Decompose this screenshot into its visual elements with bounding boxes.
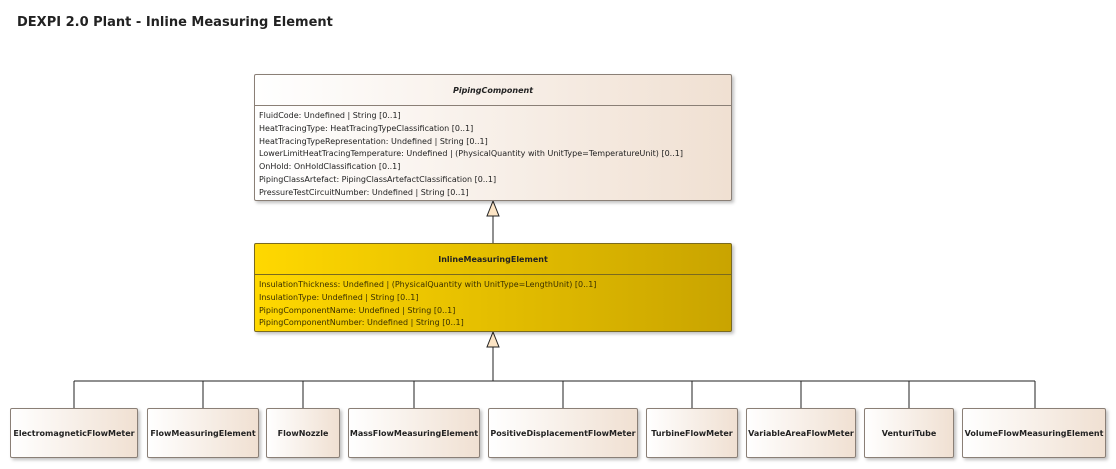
class-name: PipingComponent [255,75,731,106]
class-electromagnetic-flow-meter[interactable]: ElectromagneticFlowMeter [10,408,138,458]
class-volume-flow-measuring-element[interactable]: VolumeFlowMeasuringElement [962,408,1106,458]
class-name: FlowNozzle [277,428,329,438]
attribute: LowerLimitHeatTracingTemperature: Undefi… [259,149,683,159]
attribute: PipingComponentNumber: Undefined | Strin… [259,318,464,328]
class-name: VenturiTube [881,428,937,438]
class-variable-area-flow-meter[interactable]: VariableAreaFlowMeter [746,408,856,458]
class-venturi-tube[interactable]: VenturiTube [864,408,954,458]
class-turbine-flow-meter[interactable]: TurbineFlowMeter [646,408,738,458]
attribute: InsulationType: Undefined | String [0..1… [259,292,419,302]
class-name: PositiveDisplacementFlowMeter [490,428,636,438]
attribute: HeatTracingType: HeatTracingTypeClassifi… [259,123,474,133]
attribute: PipingClassArtefact: PipingClassArtefact… [259,174,497,184]
attribute: FluidCode: Undefined | String [0..1] [259,111,401,120]
class-name: VolumeFlowMeasuringElement [964,428,1104,438]
class-name: TurbineFlowMeter [651,428,733,438]
class-name: MassFlowMeasuringElement [349,428,479,438]
class-name: InlineMeasuringElement [255,244,731,275]
class-name: ElectromagneticFlowMeter [13,428,135,438]
attribute-list: FluidCode: Undefined | String [0..1] Hea… [255,106,731,200]
attribute-list: InsulationThickness: Undefined | (Physic… [255,275,731,330]
class-name: VariableAreaFlowMeter [748,428,854,438]
attribute: PressureTestCircuitNumber: Undefined | S… [259,187,469,197]
class-inline-measuring-element[interactable]: InlineMeasuringElement InsulationThickne… [254,243,732,332]
class-flow-measuring-element[interactable]: FlowMeasuringElement [147,408,259,458]
class-mass-flow-measuring-element[interactable]: MassFlowMeasuringElement [348,408,480,458]
class-positive-displacement-flow-meter[interactable]: PositiveDisplacementFlowMeter [488,408,638,458]
attribute: HeatTracingTypeRepresentation: Undefined… [259,136,488,146]
class-piping-component[interactable]: PipingComponent FluidCode: Undefined | S… [254,74,732,201]
class-flow-nozzle[interactable]: FlowNozzle [266,408,340,458]
attribute: InsulationThickness: Undefined | (Physic… [259,280,597,289]
generalization-arrow-icon [486,199,500,217]
class-name: FlowMeasuringElement [150,428,256,438]
attribute: OnHold: OnHoldClassification [0..1] [259,162,401,172]
generalization-arrow-icon [486,330,500,348]
diagram-title: DEXPI 2.0 Plant - Inline Measuring Eleme… [17,15,333,30]
attribute: PipingComponentName: Undefined | String … [259,305,456,315]
